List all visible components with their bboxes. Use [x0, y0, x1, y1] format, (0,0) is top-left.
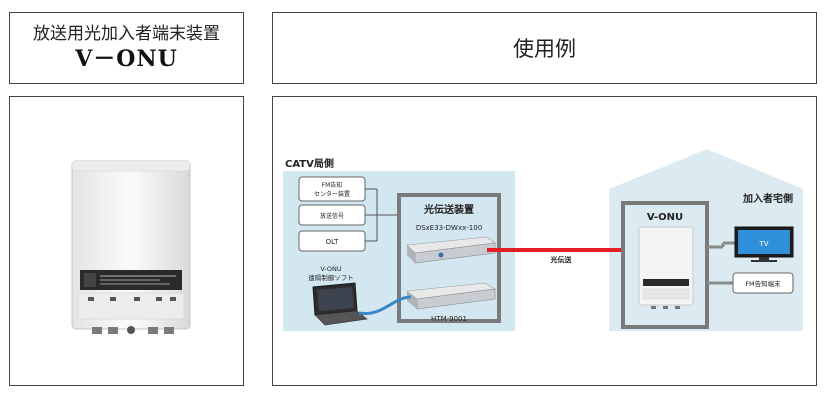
remote-software-line1: V-ONU [320, 265, 342, 273]
dse-model-label: DSxE33-DWxx-100 [416, 224, 482, 232]
remote-software-line2: 遠隔制御ソフト [308, 273, 354, 282]
catv-station-label: CATV局側 [285, 157, 334, 170]
hikari-device-title: 光伝送装置 [423, 203, 474, 216]
laptop-illustration [312, 282, 368, 326]
broadcast-signal-box: 放送信号 [298, 204, 366, 226]
vonu-device-illustration [71, 160, 191, 334]
olt-box: OLT [298, 230, 366, 252]
dse-rack-unit [406, 236, 496, 264]
htm-rack-unit [406, 282, 496, 310]
optical-transmission-label: 光伝送 [550, 255, 573, 264]
control-cable [358, 295, 412, 316]
product-title: 放送用光加入者端末装置 [33, 24, 220, 44]
home-connector-lines [707, 241, 735, 285]
usage-header-box: 使用例 [272, 12, 817, 84]
fm-center-line2: センター装置 [314, 190, 350, 198]
hikari-device-frame [397, 193, 501, 323]
usage-diagram: CATV局側 加入者宅側 FM告知 センター装置 放送信号 OLT 光伝送装 [283, 149, 803, 331]
product-photo-box [9, 96, 244, 386]
vonu-label: V-ONU [647, 212, 683, 223]
olt-label: OLT [326, 238, 339, 246]
fm-terminal-label: FM告知端末 [745, 279, 781, 288]
subscriber-side-label: 加入者宅側 [742, 192, 793, 205]
vonu-device-small [638, 226, 694, 309]
connector-lines [365, 188, 399, 242]
product-model: V－ONU [75, 46, 178, 72]
usage-diagram-box: CATV局側 加入者宅側 FM告知 センター装置 放送信号 OLT 光伝送装 [272, 96, 817, 386]
tv-illustration [734, 226, 794, 262]
fm-center-line1: FM告知 [322, 181, 343, 189]
fm-center-box: FM告知 センター装置 [298, 176, 366, 202]
tv-label: TV [758, 240, 768, 248]
htm-model-label: HTM-9001 [431, 315, 467, 323]
vonu-frame [621, 201, 709, 329]
fm-terminal-box: FM告知端末 [732, 272, 794, 294]
product-title-box: 放送用光加入者端末装置 V－ONU [9, 12, 244, 84]
broadcast-signal-label: 放送信号 [320, 212, 344, 220]
usage-heading: 使用例 [513, 37, 576, 61]
